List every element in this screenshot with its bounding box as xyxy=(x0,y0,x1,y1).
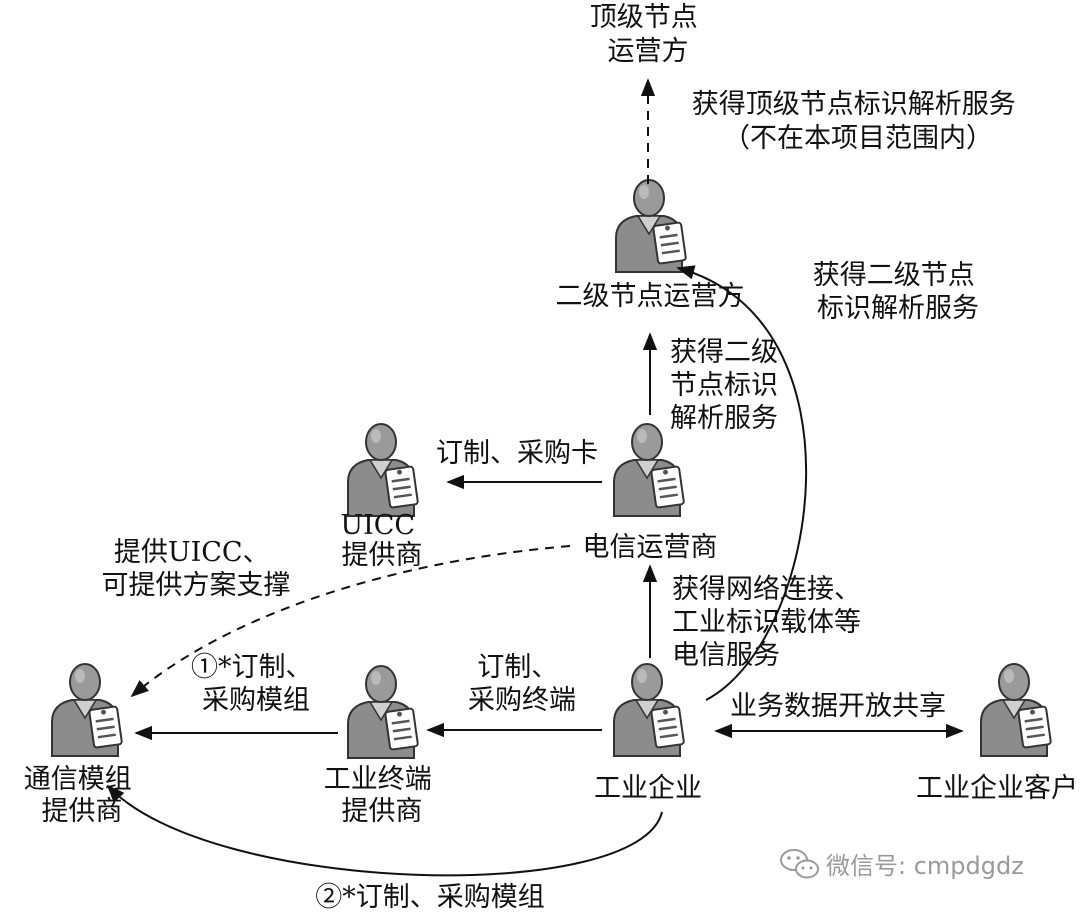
watermark-text: 微信号: cmpdgdz xyxy=(826,852,1024,880)
watermark: 微信号: cmpdgdz xyxy=(780,849,1024,880)
secondary-operator-label: 二级节点运营方 xyxy=(556,281,745,312)
terminal-provider-person-icon xyxy=(346,664,420,760)
data-sharing-label: 业务数据开放共享 xyxy=(730,691,946,722)
uicc-provider-person-icon xyxy=(346,422,420,518)
uicc-support-dashed-curve xyxy=(130,545,571,698)
secondary-service-telecom-label: 获得二级 节点标识 解析服务 xyxy=(670,337,787,434)
telecom-operator-label: 电信运营商 xyxy=(583,532,718,563)
enterprise-customer-label: 工业企业客户 xyxy=(916,773,1078,804)
order-module-2-curve xyxy=(106,784,663,877)
order-card-label: 订制、采购卡 xyxy=(436,438,598,469)
industrial-enterprise-label: 工业企业 xyxy=(594,773,702,804)
order-terminal-label: 订制、 采购终端 xyxy=(468,652,576,716)
enterprise-customer-person-icon xyxy=(979,662,1053,758)
secondary-service-curve-label: 获得二级节点 标识解析服务 xyxy=(813,260,984,324)
uicc-support-label: 提供UICC、 可提供方案支撑 xyxy=(102,537,291,601)
top-operator-label: 顶级节点 运营方 xyxy=(590,2,707,67)
module-provider-person-icon xyxy=(50,662,124,758)
module-provider-label: 通信模组 提供商 xyxy=(24,764,141,827)
secondary-operator-person-icon xyxy=(614,178,688,274)
enterprise-to-secondary-curve xyxy=(676,265,807,701)
top-service-label: 获得顶级节点标识解析服务 （不在本项目范围内） xyxy=(692,89,1025,154)
order-module-1-label: ①*订制、 采购模组 xyxy=(191,652,321,716)
uicc-provider-label: UICC 提供商 xyxy=(340,510,423,571)
order-module-2-label: ②*订制、采购模组 xyxy=(315,882,545,913)
wechat-icon xyxy=(780,849,819,879)
industrial-enterprise-person-icon xyxy=(612,662,686,758)
network-service-label: 获得网络连接、 工业标识载体等 电信服务 xyxy=(672,574,870,671)
telecom-operator-person-icon xyxy=(612,422,686,518)
terminal-provider-label: 工业终端 提供商 xyxy=(324,764,441,827)
